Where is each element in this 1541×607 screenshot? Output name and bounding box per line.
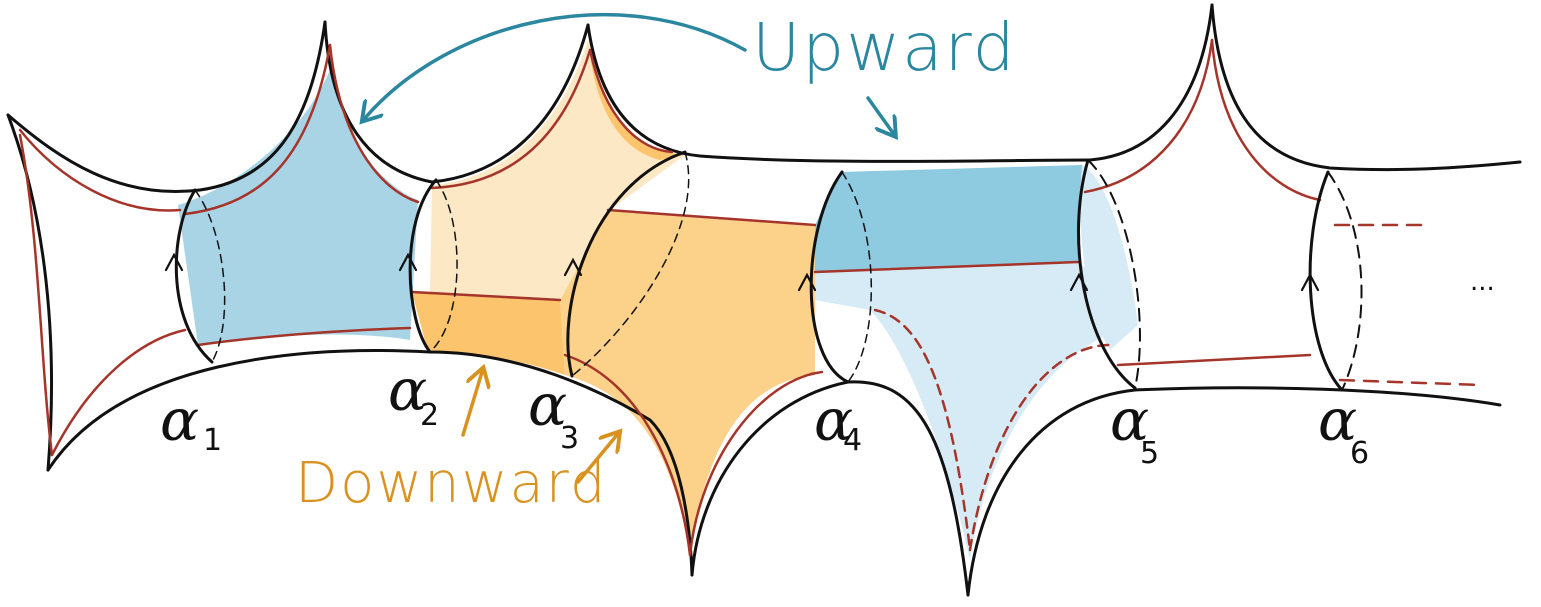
alpha4-curve: [809, 170, 850, 384]
alpha-3-symbol: α: [528, 371, 567, 439]
alpha-2-index: 2: [420, 398, 439, 433]
annotation-arrows: [365, 13, 893, 484]
alpha-3-index: 3: [560, 421, 579, 456]
downward-arrow-left: [461, 372, 482, 437]
blue-strip-alpha5: [1080, 165, 1138, 350]
alpha5-curve: [1077, 158, 1137, 390]
alpha-labels: α 1 α 2 α 3 α 4 α 5 α 6: [160, 356, 1369, 471]
alpha-5-symbol: α: [1110, 386, 1149, 454]
blue-band-right: [815, 165, 1082, 272]
alpha2-curve: [408, 178, 438, 354]
orange-band-left: [412, 292, 565, 375]
alpha3-curve: [566, 150, 687, 378]
downward-arrow-right: [576, 435, 617, 484]
alpha-5-index: 5: [1140, 436, 1159, 471]
blue-region-left: [178, 70, 418, 345]
orange-region-main: [560, 210, 815, 555]
orange-region-top: [430, 40, 685, 300]
downward-label: Downward: [295, 451, 607, 516]
alpha-4-symbol: α: [814, 386, 853, 454]
alpha-4-index: 4: [843, 423, 862, 458]
upward-arrow-right: [866, 96, 893, 133]
alpha-1-index: 1: [203, 423, 222, 458]
alpha-6-symbol: α: [1318, 386, 1357, 454]
blue-funnel-light: [815, 262, 1138, 560]
upward-label: Upward: [752, 9, 1017, 86]
alpha6-curve: [1308, 170, 1344, 392]
alpha-1-symbol: α: [160, 386, 199, 454]
alpha-2-symbol: α: [388, 356, 427, 424]
geodesics: [18, 38, 1482, 557]
upward-arrow-left: [365, 13, 747, 118]
alpha-6-index: 6: [1350, 436, 1369, 471]
cuff-curves: [164, 150, 1363, 392]
ellipsis: ...: [1470, 267, 1495, 297]
alpha1-curve: [174, 188, 214, 364]
